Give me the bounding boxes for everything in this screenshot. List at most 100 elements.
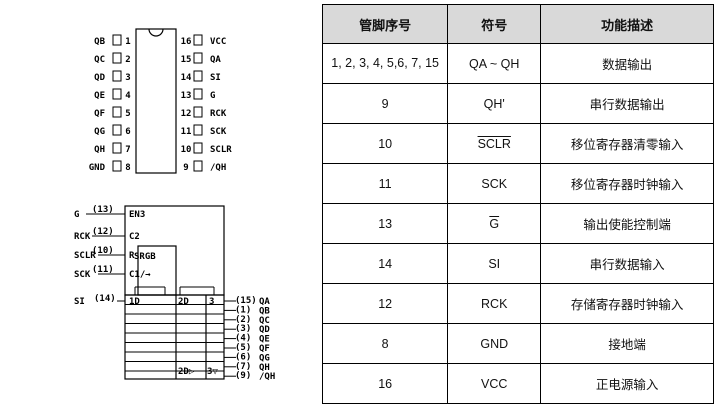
function-cell: 串行数据输入 [540, 243, 714, 284]
dip-pin-name: GND [89, 163, 106, 173]
symbol-cell: GND [447, 323, 542, 364]
symbol-cell: VCC [447, 363, 542, 404]
logic-input-name: SCLR [74, 251, 96, 261]
logic-output-number: (3) [235, 324, 251, 334]
dip-pin-box [193, 52, 203, 64]
symbol-cell: SI [447, 243, 542, 284]
dip-pin-number: 13 [181, 91, 192, 101]
dip-pin-name: QH [94, 145, 105, 155]
symbol-text: QH' [483, 96, 505, 111]
logic-output-number: (9) [235, 371, 251, 381]
dip-pin-number: 12 [181, 109, 192, 119]
dip-pin-box [112, 34, 122, 46]
dip-pin-name: QF [94, 109, 105, 119]
symbol-cell: G [447, 203, 542, 244]
logic-output-name: QH [259, 363, 270, 373]
row-2d-last: 2D▷ [178, 367, 195, 377]
dip-pin-box [112, 142, 122, 154]
dip-pin-name: QB [94, 37, 105, 47]
symbol-text: RCK [481, 296, 508, 311]
dip-pin-number: 10 [181, 145, 192, 155]
pin-number-cell: 10 [321, 123, 449, 164]
dip-pin-name: SCLR [210, 145, 232, 155]
table-row: 9 QH' 串行数据输出 [321, 83, 714, 124]
dip-pin-box [112, 124, 122, 136]
logic-output-number: (6) [235, 352, 251, 362]
dip-pin-box [193, 160, 203, 172]
header-symbol: 符号 [447, 4, 542, 44]
dip-pin-number: 7 [125, 145, 130, 155]
function-cell: 存储寄存器时钟输入 [540, 283, 714, 324]
dip-pin-number: 15 [181, 55, 192, 65]
dip-pin-number: 1 [125, 37, 130, 47]
logic-output-number: (4) [235, 334, 251, 344]
symbol-text: VCC [481, 376, 508, 391]
dip-pin-box [193, 70, 203, 82]
row-3: 3 [209, 297, 214, 307]
dip-pin-name: QD [94, 73, 105, 83]
table-row: 1, 2, 3, 4, 5,6, 7, 15 QA ~ QH 数据输出 [321, 43, 714, 84]
symbol-cell: SCK [447, 163, 542, 204]
header-pin-number: 管脚序号 [321, 4, 449, 44]
dip-pin-box [112, 160, 122, 172]
symbol-text: QA ~ QH [469, 56, 520, 71]
logic-input-number: (11) [92, 265, 114, 275]
logic-input-number: (13) [92, 205, 114, 215]
logic-output-number: (2) [235, 315, 251, 325]
si-func: 1D [129, 297, 140, 307]
pin-number-cell: 9 [321, 83, 449, 124]
table-header-row: 管脚序号 符号 功能描述 [321, 4, 714, 44]
logic-output-name: QB [259, 306, 270, 316]
dip-pin-number: 6 [125, 127, 130, 137]
dip-pin-box [193, 88, 203, 100]
symbol-cell: RCK [447, 283, 542, 324]
symbol-text: SCK [481, 176, 508, 191]
dip-pin-name: VCC [210, 37, 226, 47]
dip-pin-number: 2 [125, 55, 130, 65]
logic-output-name: QA [259, 297, 270, 307]
function-cell: 数据输出 [540, 43, 714, 84]
logic-output-name: QD [259, 325, 270, 335]
logic-input-function: R [129, 251, 135, 261]
symbol-text: SCLR [477, 136, 511, 151]
si-num: (14) [94, 294, 116, 304]
row-2d: 2D [178, 297, 189, 307]
dip-pin-number: 5 [125, 109, 130, 119]
dip-pin-box [193, 124, 203, 136]
pin-number-cell: 13 [321, 203, 449, 244]
header-function: 功能描述 [540, 4, 714, 44]
dip-pin-name: SI [210, 73, 221, 83]
si-name: SI [74, 297, 85, 307]
logic-input-function: C1/→ [129, 270, 151, 280]
dip-pin-number: 14 [181, 73, 192, 83]
dip-pin-number: 11 [181, 127, 192, 137]
logic-output-name: QE [259, 335, 270, 345]
dip-pin-name: QA [210, 55, 221, 65]
pin-number-cell: 1, 2, 3, 4, 5,6, 7, 15 [321, 43, 449, 84]
dip-pin-number: 16 [181, 37, 192, 47]
logic-input-number: (10) [92, 246, 114, 256]
notch-mark [148, 28, 164, 37]
dip-pin-name: RCK [210, 109, 227, 119]
symbol-text: G [489, 216, 500, 231]
function-cell: 串行数据输出 [540, 83, 714, 124]
dip-pin-box [193, 142, 203, 154]
logic-input-name: SCK [74, 270, 91, 280]
dip-pin-box [193, 34, 203, 46]
dip-pin-number: 4 [125, 91, 131, 101]
function-cell: 正电源输入 [540, 363, 714, 404]
dip-pin-name: QC [94, 55, 105, 65]
dip-pin-box [193, 106, 203, 118]
symbol-cell: SCLR [447, 123, 542, 164]
dip-pin-box [112, 52, 122, 64]
logic-output-name: QC [259, 316, 270, 326]
logic-output-name: QF [259, 344, 270, 354]
dip-pin-box [112, 88, 122, 100]
